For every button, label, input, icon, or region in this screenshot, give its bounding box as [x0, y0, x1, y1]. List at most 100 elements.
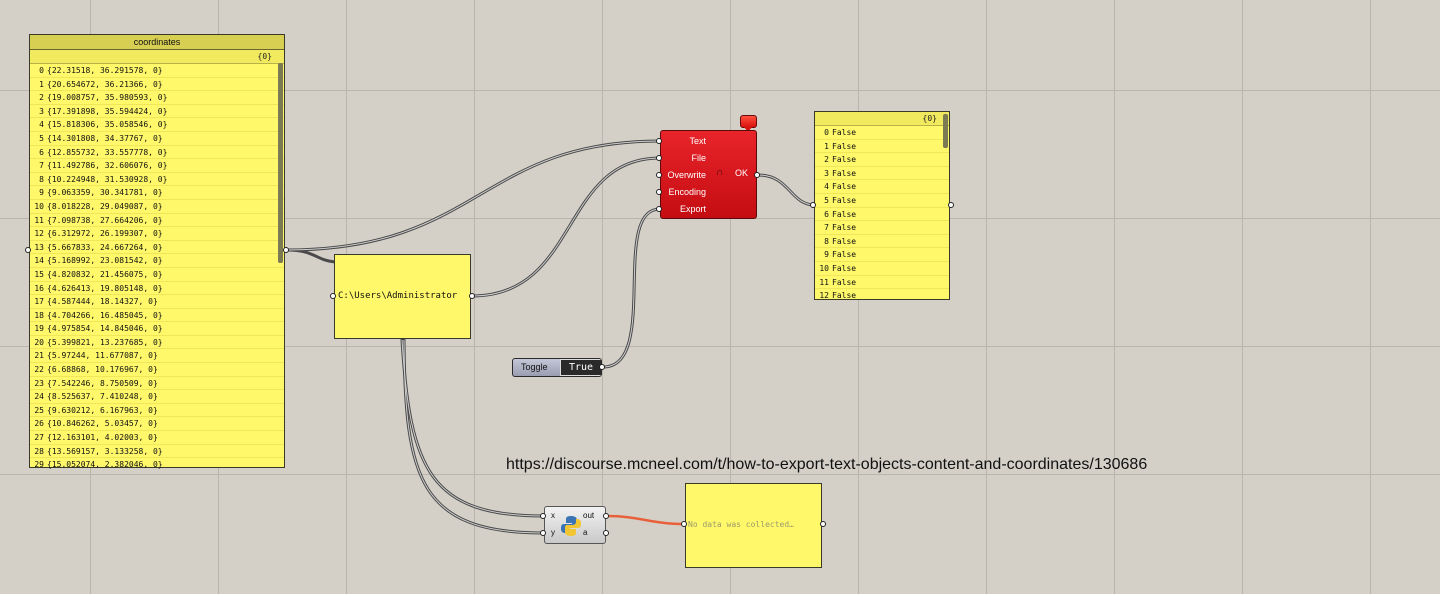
write-text-component[interactable]: Text File Overwrite Encoding Export ∩ OK [660, 130, 757, 219]
coordinate-row: 10{8.018228, 29.049087, 0} [30, 200, 284, 214]
boolean-toggle[interactable]: Toggle True [512, 358, 602, 377]
row-value: {5.168992, 23.081542, 0} [47, 256, 163, 266]
py-y-input-port[interactable] [540, 530, 546, 536]
empty-panel-text: No data was collected… [688, 520, 794, 529]
row-index: 7 [39, 161, 44, 171]
row-index: 7 [824, 223, 829, 233]
coordinate-row: 4{15.818306, 35.058546, 0} [30, 118, 284, 132]
py-input-y-label: y [551, 528, 555, 537]
text-input-port[interactable] [656, 138, 662, 144]
wire-toggle-to-export [601, 207, 662, 369]
row-index: 18 [34, 310, 44, 320]
row-value: {15.818306, 35.058546, 0} [47, 120, 168, 130]
coordinate-row: 23{7.542246, 8.750509, 0} [30, 377, 284, 391]
row-value: {6.68868, 10.176967, 0} [47, 365, 158, 375]
ok-output-port[interactable] [754, 172, 760, 178]
data-path-label: {0} [30, 50, 284, 64]
row-value: {10.224948, 31.530928, 0} [47, 174, 168, 184]
row-index: 27 [34, 433, 44, 443]
row-index: 23 [34, 378, 44, 388]
row-value: {6.312972, 26.199307, 0} [47, 229, 163, 239]
row-index: 29 [34, 460, 44, 469]
row-value: False [832, 155, 857, 165]
python-script-component[interactable]: x y out a [544, 506, 606, 544]
result-input-port[interactable] [810, 202, 816, 208]
coordinate-row: 17{4.587444, 18.14327, 0} [30, 295, 284, 309]
coordinates-panel[interactable]: coordinates {0} 0{22.31518, 36.291578, 0… [29, 34, 285, 469]
row-index: 1 [824, 141, 829, 151]
coordinate-row: 6{12.855732, 33.557778, 0} [30, 146, 284, 160]
row-index: 22 [34, 365, 44, 375]
scrollbar-thumb[interactable] [278, 63, 283, 263]
row-value: False [832, 182, 857, 192]
row-value: {13.569157, 3.133258, 0} [47, 446, 163, 456]
result-output-port[interactable] [948, 202, 954, 208]
empty-panel-output-port[interactable] [820, 521, 826, 527]
coordinates-input-port[interactable] [25, 247, 31, 253]
coordinate-row: 25{9.630212, 6.167963, 0} [30, 404, 284, 418]
row-index: 28 [34, 446, 44, 456]
row-index: 5 [824, 195, 829, 205]
path-input-port[interactable] [330, 293, 336, 299]
py-a-output-port[interactable] [603, 530, 609, 536]
row-value: {4.704266, 16.485045, 0} [47, 310, 163, 320]
result-path-label: {0} [815, 112, 949, 126]
row-value: {5.399821, 13.237685, 0} [47, 337, 163, 347]
py-x-input-port[interactable] [540, 513, 546, 519]
coordinate-row: 3{17.391898, 35.594424, 0} [30, 105, 284, 119]
row-value: {4.975854, 14.845046, 0} [47, 324, 163, 334]
path-panel[interactable]: C:\Users\Administrator [334, 254, 471, 339]
row-value: False [832, 168, 857, 178]
encoding-input-port[interactable] [656, 189, 662, 195]
row-index: 8 [824, 236, 829, 246]
row-value: False [832, 223, 857, 233]
row-index: 11 [819, 277, 829, 287]
empty-panel[interactable]: No data was collected… [685, 483, 822, 568]
result-scrollbar-thumb[interactable] [943, 114, 948, 148]
empty-panel-input-port[interactable] [681, 521, 687, 527]
wire-ok-to-output [756, 173, 817, 207]
warning-balloon-icon[interactable] [740, 115, 757, 132]
row-index: 19 [34, 324, 44, 334]
toggle-value[interactable]: True [560, 359, 601, 376]
row-index: 0 [824, 128, 829, 137]
file-input-port[interactable] [656, 155, 662, 161]
coordinate-row: 9{9.063359, 30.341781, 0} [30, 186, 284, 200]
overwrite-input-port[interactable] [656, 172, 662, 178]
py-out-output-port[interactable] [603, 513, 609, 519]
url-note: https://discourse.mcneel.com/t/how-to-ex… [506, 456, 1148, 473]
row-value: False [832, 250, 857, 260]
toggle-output-port[interactable] [599, 364, 605, 370]
coordinate-row: 29{15.052074, 2.382046, 0} [30, 458, 284, 469]
row-value: {14.301808, 34.37767, 0} [47, 133, 163, 143]
coordinate-row: 7{11.492786, 32.606076, 0} [30, 159, 284, 173]
row-index: 2 [824, 155, 829, 165]
row-index: 20 [34, 337, 44, 347]
path-output-port[interactable] [469, 293, 475, 299]
row-value: {12.163101, 4.02003, 0} [47, 433, 158, 443]
coordinates-output-port[interactable] [283, 247, 289, 253]
export-input-port[interactable] [656, 206, 662, 212]
row-value: {22.31518, 36.291578, 0} [47, 66, 163, 75]
coordinate-row: 2{19.008757, 35.980593, 0} [30, 91, 284, 105]
coordinate-row: 18{4.704266, 16.485045, 0} [30, 309, 284, 323]
toggle-label: Toggle [521, 362, 548, 372]
row-value: {4.587444, 18.14327, 0} [47, 297, 158, 307]
row-value: {9.063359, 30.341781, 0} [47, 188, 163, 198]
wire-py-to-empty-panel [606, 514, 687, 526]
row-index: 13 [34, 242, 44, 252]
row-index: 10 [819, 263, 829, 273]
row-value: {20.654672, 36.21366, 0} [47, 79, 163, 89]
row-value: {5.667833, 24.667264, 0} [47, 242, 163, 252]
wire-path-to-file [470, 156, 662, 298]
row-value: {12.855732, 33.557778, 0} [47, 147, 168, 157]
py-output-a-label: a [583, 528, 588, 537]
